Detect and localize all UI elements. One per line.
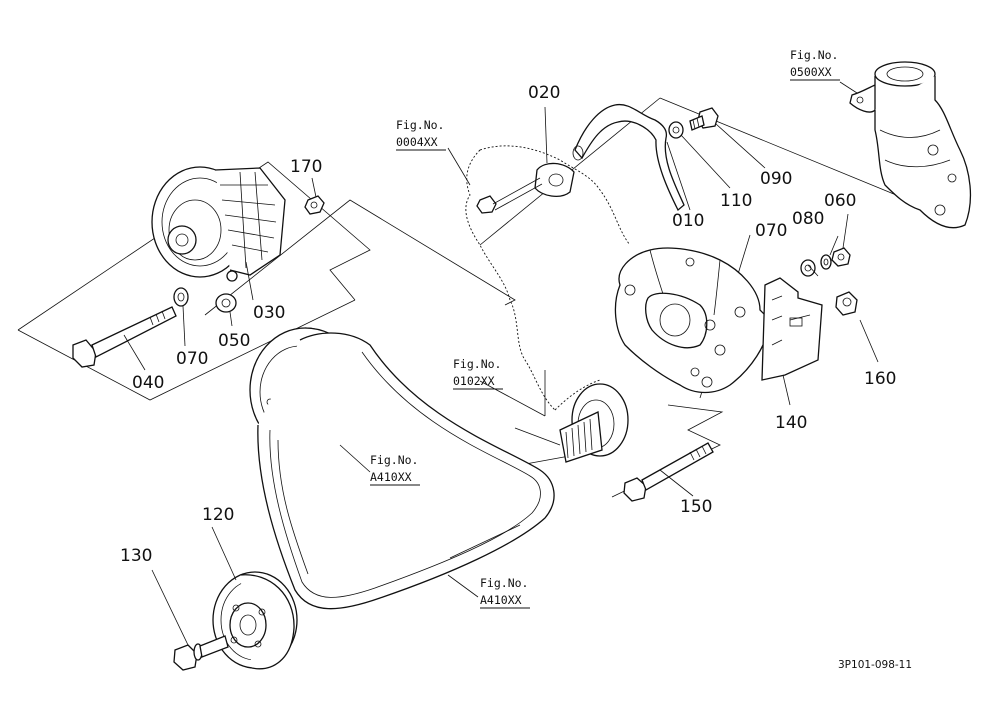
part-label-110[interactable]: 110 bbox=[720, 191, 752, 211]
crankshaft-hub bbox=[514, 383, 629, 463]
engine-block-ghost bbox=[465, 145, 631, 411]
svg-text:Fig.No.: Fig.No. bbox=[790, 48, 838, 62]
washer-070-right[interactable] bbox=[800, 259, 816, 277]
part-label-070-left[interactable]: 070 bbox=[176, 349, 208, 369]
part-label-120[interactable]: 120 bbox=[202, 505, 234, 525]
clamp-020[interactable] bbox=[476, 162, 575, 214]
nut-060[interactable] bbox=[831, 247, 851, 267]
svg-text:A410XX: A410XX bbox=[370, 470, 412, 484]
svg-text:Fig.No.: Fig.No. bbox=[370, 453, 418, 467]
part-label-140[interactable]: 140 bbox=[775, 413, 807, 433]
part-label-040[interactable]: 040 bbox=[132, 373, 164, 393]
part-label-080[interactable]: 080 bbox=[792, 209, 824, 229]
washer-070-left[interactable] bbox=[173, 287, 189, 307]
water-pump-body bbox=[614, 247, 771, 394]
part-label-130[interactable]: 130 bbox=[120, 546, 152, 566]
drawing-id: 3P101-098-11 bbox=[838, 659, 912, 671]
alternator[interactable] bbox=[151, 166, 286, 282]
part-label-160[interactable]: 160 bbox=[864, 369, 896, 389]
nut-160[interactable] bbox=[835, 291, 858, 316]
svg-text:0004XX: 0004XX bbox=[396, 135, 438, 149]
figure-ref-0500xx[interactable]: Fig.No. 0500XX bbox=[790, 48, 840, 81]
svg-text:A410XX: A410XX bbox=[480, 593, 522, 607]
part-label-170[interactable]: 170 bbox=[290, 157, 322, 177]
part-label-020[interactable]: 020 bbox=[528, 83, 560, 103]
figure-ref-a410xx-upper[interactable]: Fig.No. A410XX bbox=[370, 453, 420, 486]
long-bolt-040[interactable] bbox=[72, 306, 177, 368]
part-label-150[interactable]: 150 bbox=[680, 497, 712, 517]
leader-lines bbox=[123, 81, 879, 646]
bolt-130[interactable] bbox=[173, 635, 229, 671]
part-label-070-right[interactable]: 070 bbox=[755, 221, 787, 241]
bracket-010[interactable] bbox=[572, 103, 685, 212]
bolt-090[interactable] bbox=[689, 107, 719, 131]
thermostat-housing bbox=[849, 61, 972, 229]
part-label-060[interactable]: 060 bbox=[824, 191, 856, 211]
svg-text:0102XX: 0102XX bbox=[453, 374, 495, 388]
crank-pulley-120[interactable] bbox=[212, 571, 298, 670]
assembly-frames bbox=[17, 97, 946, 498]
figure-ref-0102xx[interactable]: Fig.No. 0102XX bbox=[453, 357, 503, 390]
part-label-030[interactable]: 030 bbox=[253, 303, 285, 323]
nut-170[interactable] bbox=[304, 195, 325, 215]
washer-110[interactable] bbox=[668, 121, 684, 139]
plate-140[interactable] bbox=[761, 277, 823, 381]
figure-ref-0004xx[interactable]: Fig.No. 0004XX bbox=[396, 118, 446, 151]
collar-050[interactable] bbox=[215, 293, 237, 313]
svg-text:0500XX: 0500XX bbox=[790, 65, 832, 79]
part-number-labels: 010 020 030 040 050 060 070 070 080 090 … bbox=[120, 83, 896, 566]
part-label-090[interactable]: 090 bbox=[760, 169, 792, 189]
bolt-150[interactable] bbox=[623, 442, 714, 502]
part-label-010[interactable]: 010 bbox=[672, 211, 704, 231]
spring-washer-080[interactable] bbox=[820, 254, 832, 270]
svg-text:Fig.No.: Fig.No. bbox=[480, 576, 528, 590]
svg-text:Fig.No.: Fig.No. bbox=[396, 118, 444, 132]
part-label-050[interactable]: 050 bbox=[218, 331, 250, 351]
figure-ref-a410xx-lower[interactable]: Fig.No. A410XX bbox=[480, 576, 530, 609]
fan-belt bbox=[257, 332, 555, 610]
svg-text:Fig.No.: Fig.No. bbox=[453, 357, 501, 371]
